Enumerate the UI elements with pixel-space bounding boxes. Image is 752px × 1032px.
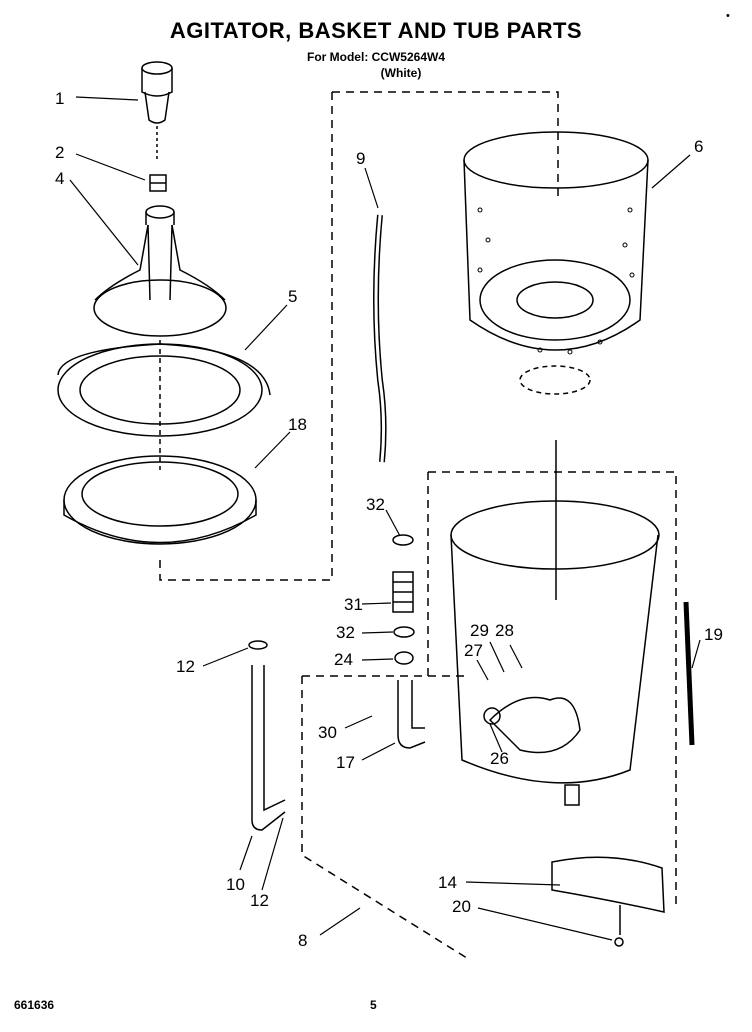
dashed-outline-tub [301, 471, 677, 961]
outer-tub [450, 500, 660, 806]
model-line: For Model: CCW5264W4 [306, 50, 445, 64]
label-part-20: 20 [452, 897, 471, 916]
basket-holes [477, 207, 635, 355]
label-part-17: 17 [336, 753, 355, 772]
color-line: (White) [380, 66, 422, 80]
agitator-cap [141, 61, 173, 160]
agitator-nut [149, 174, 167, 192]
basket [463, 131, 649, 395]
label-part-12-upper: 12 [176, 657, 195, 676]
label-part-10: 10 [226, 875, 245, 894]
label-part-24: 24 [334, 650, 353, 669]
label-part-30: 30 [318, 723, 337, 742]
dashed-outline-agitator [159, 91, 559, 581]
corner-mark: • [726, 10, 730, 22]
leader-lines [69, 96, 701, 941]
label-part-31: 31 [344, 595, 363, 614]
balance-ring [57, 343, 271, 437]
part-labels: 1 2 4 5 6 8 9 10 12 12 14 17 18 19 20 24… [55, 89, 723, 950]
label-part-18: 18 [288, 415, 307, 434]
label-part-26: 26 [490, 749, 509, 768]
label-part-19: 19 [704, 625, 723, 644]
label-part-1: 1 [55, 89, 64, 108]
page-number: 5 [370, 998, 377, 1012]
tub-strip [683, 601, 695, 746]
drain-hose [248, 640, 286, 831]
label-part-8: 8 [298, 931, 307, 950]
label-part-4: 4 [55, 169, 64, 188]
label-part-2: 2 [55, 143, 64, 162]
label-part-27: 27 [464, 641, 483, 660]
label-part-28: 28 [495, 621, 514, 640]
agitator [93, 205, 227, 337]
label-part-32-upper: 32 [366, 495, 385, 514]
bellows-stack [392, 534, 415, 665]
bottom-shield [551, 856, 665, 947]
label-part-6: 6 [694, 137, 703, 156]
label-part-9: 9 [356, 149, 365, 168]
label-part-29: 29 [470, 621, 489, 640]
pump-elbow [397, 680, 426, 749]
label-part-14: 14 [438, 873, 457, 892]
label-part-32-lower: 32 [336, 623, 355, 642]
document-number: 661636 [14, 998, 55, 1012]
label-part-5: 5 [288, 287, 297, 306]
label-part-12-lower: 12 [250, 891, 269, 910]
page-title: AGITATOR, BASKET AND TUB PARTS [169, 18, 583, 43]
